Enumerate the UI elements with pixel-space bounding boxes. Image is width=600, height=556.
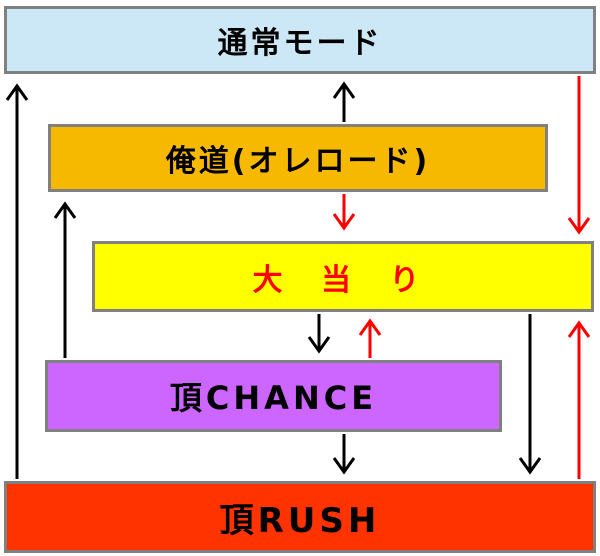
state-label-itadaki-chance: 頂CHANCE — [169, 379, 378, 417]
arrow-rush-to-normal-head — [5, 83, 29, 101]
arrow-ooatari-to-chance-head — [307, 336, 331, 354]
arrow-oredo-to-normal-head — [332, 81, 356, 99]
state-label-oredo: 俺道(オレロード) — [165, 144, 431, 179]
state-box-itadaki-chance: 頂CHANCE — [45, 360, 502, 432]
arrow-ooatari-to-rush-head — [518, 457, 542, 475]
state-box-itadaki-rush: 頂RUSH — [4, 481, 596, 553]
arrow-chance-to-oredo-head — [53, 201, 77, 219]
state-label-normal-mode: 通常モード — [217, 26, 383, 61]
state-box-ooatari: 大 当 り — [92, 241, 594, 312]
arrow-normal-to-ooatari-head — [567, 217, 591, 235]
state-label-ooatari: 大 当 り — [252, 262, 434, 298]
state-box-oredo: 俺道(オレロード) — [48, 124, 548, 192]
arrow-chance-to-ooatari-head — [358, 318, 382, 336]
arrow-oredo-to-ooatari-head — [332, 213, 356, 231]
arrow-chance-to-rush-head — [332, 457, 356, 475]
state-box-normal-mode: 通常モード — [4, 6, 596, 74]
state-label-itadaki-rush: 頂RUSH — [219, 500, 381, 541]
arrow-rush-to-ooatari-head — [567, 320, 591, 338]
